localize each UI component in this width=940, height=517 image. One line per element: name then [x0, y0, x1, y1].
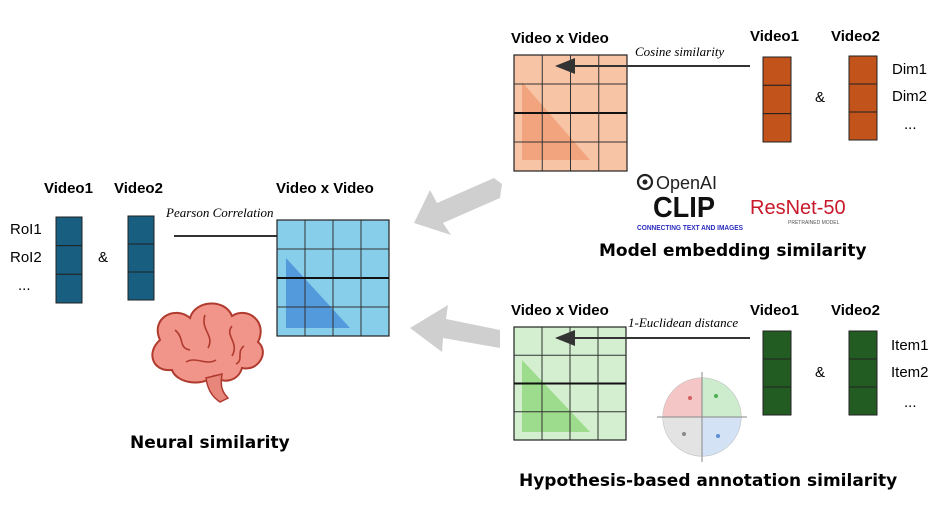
annotation-metric-label: 1-Euclidean distance — [628, 315, 738, 330]
model-video2-label: Video2 — [831, 28, 880, 45]
annotation-ampersand: & — [815, 364, 825, 381]
model-video1-vector — [762, 56, 792, 143]
neural-matrix-label: Video x Video — [276, 180, 374, 197]
neural-row-label-2: RoI2 — [10, 249, 42, 266]
clip-tagline: CONNECTING TEXT AND IMAGES — [637, 225, 743, 232]
model-video2-cell-1 — [848, 55, 878, 85]
annotation-video1-label: Video1 — [750, 302, 799, 319]
model-video2-cell-2 — [848, 83, 878, 113]
clip-logo: CLIP — [653, 192, 715, 224]
neural-video2-cell-1 — [127, 215, 155, 245]
annotation-row-label-1: Item1 — [891, 337, 929, 354]
openai-icon — [636, 173, 654, 191]
annotation-video1-cell-2 — [762, 358, 792, 388]
lower-triangle — [522, 82, 590, 160]
neural-video1-label: Video1 — [44, 180, 93, 197]
neural-similarity-matrix — [276, 219, 390, 337]
model-row-label-2: Dim2 — [892, 88, 927, 105]
neural-video1-cell-2 — [55, 245, 83, 275]
svg-text:OpenAI: OpenAI — [656, 173, 717, 193]
neural-video2-vector — [127, 215, 155, 301]
annotation-row-label-2: Item2 — [891, 364, 929, 381]
model-title: Model embedding similarity — [599, 241, 867, 261]
openai-logo: OpenAI — [636, 173, 717, 193]
model-similarity-matrix — [513, 54, 628, 172]
model-metric-label: Cosine similarity — [635, 44, 724, 59]
annotation-row-label-3: ... — [904, 394, 917, 411]
model-ampersand: & — [815, 89, 825, 106]
brain-icon — [151, 302, 264, 403]
neural-video1-cell-1 — [55, 216, 83, 247]
model-to-neural-big-arrow — [414, 178, 502, 235]
annotation-video1-cell-1 — [762, 330, 792, 360]
model-video1-cell-1 — [762, 56, 792, 86]
neural-ampersand: & — [98, 249, 108, 266]
lower-triangle — [286, 258, 350, 328]
resnet-logo: ResNet-50 — [750, 197, 846, 219]
model-video2-cell-3 — [848, 111, 878, 141]
neural-row-label-1: RoI1 — [10, 221, 42, 238]
lower-triangle — [522, 360, 590, 432]
model-matrix-label: Video x Video — [511, 30, 609, 47]
neural-video2-cell-3 — [127, 271, 155, 301]
emotion-wheel-icon — [657, 372, 747, 462]
annotation-title: Hypothesis-based annotation similarity — [519, 471, 897, 491]
annotation-similarity-matrix — [513, 326, 627, 441]
model-video1-label: Video1 — [750, 28, 799, 45]
model-row-label-1: Dim1 — [892, 61, 927, 78]
neural-video1-vector — [55, 216, 83, 304]
annotation-video2-label: Video2 — [831, 302, 880, 319]
neural-video1-cell-3 — [55, 273, 83, 304]
annotation-video2-cell-3 — [848, 386, 878, 416]
model-video1-cell-3 — [762, 113, 792, 143]
neural-row-label-3: ... — [18, 277, 31, 294]
annotation-video2-vector — [848, 330, 878, 416]
annotation-video2-cell-1 — [848, 330, 878, 360]
annotation-matrix-label: Video x Video — [511, 302, 609, 319]
neural-video2-cell-2 — [127, 243, 155, 273]
model-video2-vector — [848, 55, 878, 141]
model-row-label-3: ... — [904, 116, 917, 133]
annotation-video1-vector — [762, 330, 792, 416]
neural-video2-label: Video2 — [114, 180, 163, 197]
resnet-tagline: PRETRAINED MODEL — [788, 220, 840, 226]
neural-title: Neural similarity — [130, 433, 290, 453]
annotation-video1-cell-3 — [762, 386, 792, 416]
neural-metric-label: Pearson Correlation — [165, 205, 274, 220]
annotation-video2-cell-2 — [848, 358, 878, 388]
model-video1-cell-2 — [762, 84, 792, 115]
annotation-to-neural-big-arrow — [410, 305, 500, 352]
